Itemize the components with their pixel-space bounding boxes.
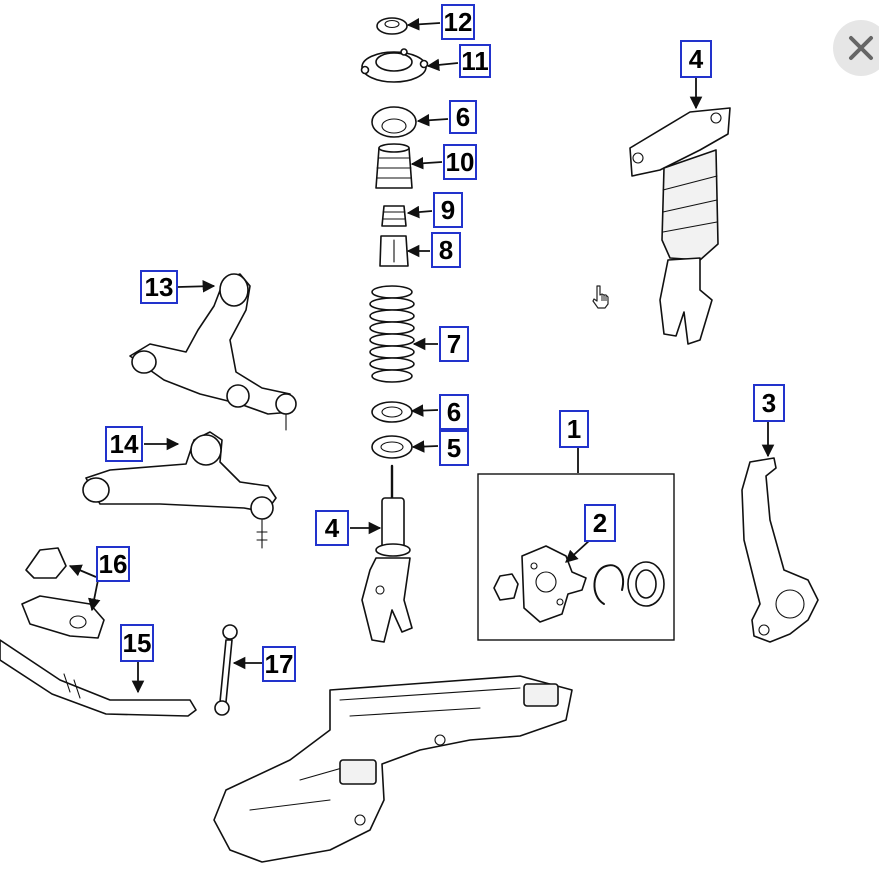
part-3-steering-knuckle — [741, 457, 819, 643]
part-9-bump-stop — [381, 205, 407, 227]
callout-15: 15 — [120, 624, 154, 662]
callout-4-strut: 4 — [315, 510, 349, 546]
part-8-bushing — [379, 235, 409, 267]
close-icon — [849, 36, 873, 60]
part-hub-nut — [493, 573, 519, 601]
part-4-air-strut — [629, 107, 731, 345]
callout-9: 9 — [433, 192, 463, 228]
callout-6-upper: 6 — [449, 100, 477, 134]
part-wheel-bearing — [627, 561, 665, 607]
part-2-wheel-hub — [521, 545, 587, 623]
part-5-insulator — [371, 435, 413, 459]
callout-3: 3 — [753, 384, 785, 422]
hand-pointer-icon — [590, 284, 612, 310]
part-4-strut-assembly — [361, 464, 413, 643]
part-14-upper-control-arm — [82, 431, 277, 549]
callout-14: 14 — [105, 426, 143, 462]
part-1-hub-group-frame — [477, 473, 675, 641]
callout-17: 17 — [262, 646, 296, 682]
part-crossmember — [213, 675, 573, 863]
part-16-stabilizer-bracket — [21, 547, 105, 639]
callout-6-lower: 6 — [439, 394, 469, 430]
callout-4-air-strut: 4 — [680, 40, 712, 78]
part-7-coil-spring — [369, 285, 415, 383]
part-snap-ring — [593, 564, 624, 605]
callout-2: 2 — [584, 504, 616, 542]
part-6-lower-spring-seat — [371, 401, 413, 423]
callout-arrows — [68, 18, 775, 694]
callout-5: 5 — [439, 430, 469, 466]
part-17-stabilizer-link — [214, 624, 238, 716]
part-11-upper-mount — [360, 48, 429, 83]
callout-7: 7 — [439, 326, 469, 362]
part-15-stabilizer-bar — [0, 639, 197, 717]
callout-12: 12 — [441, 4, 475, 40]
callout-10: 10 — [443, 144, 477, 180]
part-6-upper-spring-seat — [371, 106, 417, 138]
callout-13: 13 — [140, 270, 178, 304]
callout-1: 1 — [559, 410, 589, 448]
callout-8: 8 — [431, 232, 461, 268]
callout-16: 16 — [96, 546, 130, 582]
part-10-dust-boot — [375, 143, 413, 189]
close-button[interactable] — [833, 20, 879, 76]
callout-11: 11 — [459, 44, 491, 78]
part-13-control-arm — [129, 273, 297, 431]
part-12-strut-cap — [376, 17, 408, 35]
